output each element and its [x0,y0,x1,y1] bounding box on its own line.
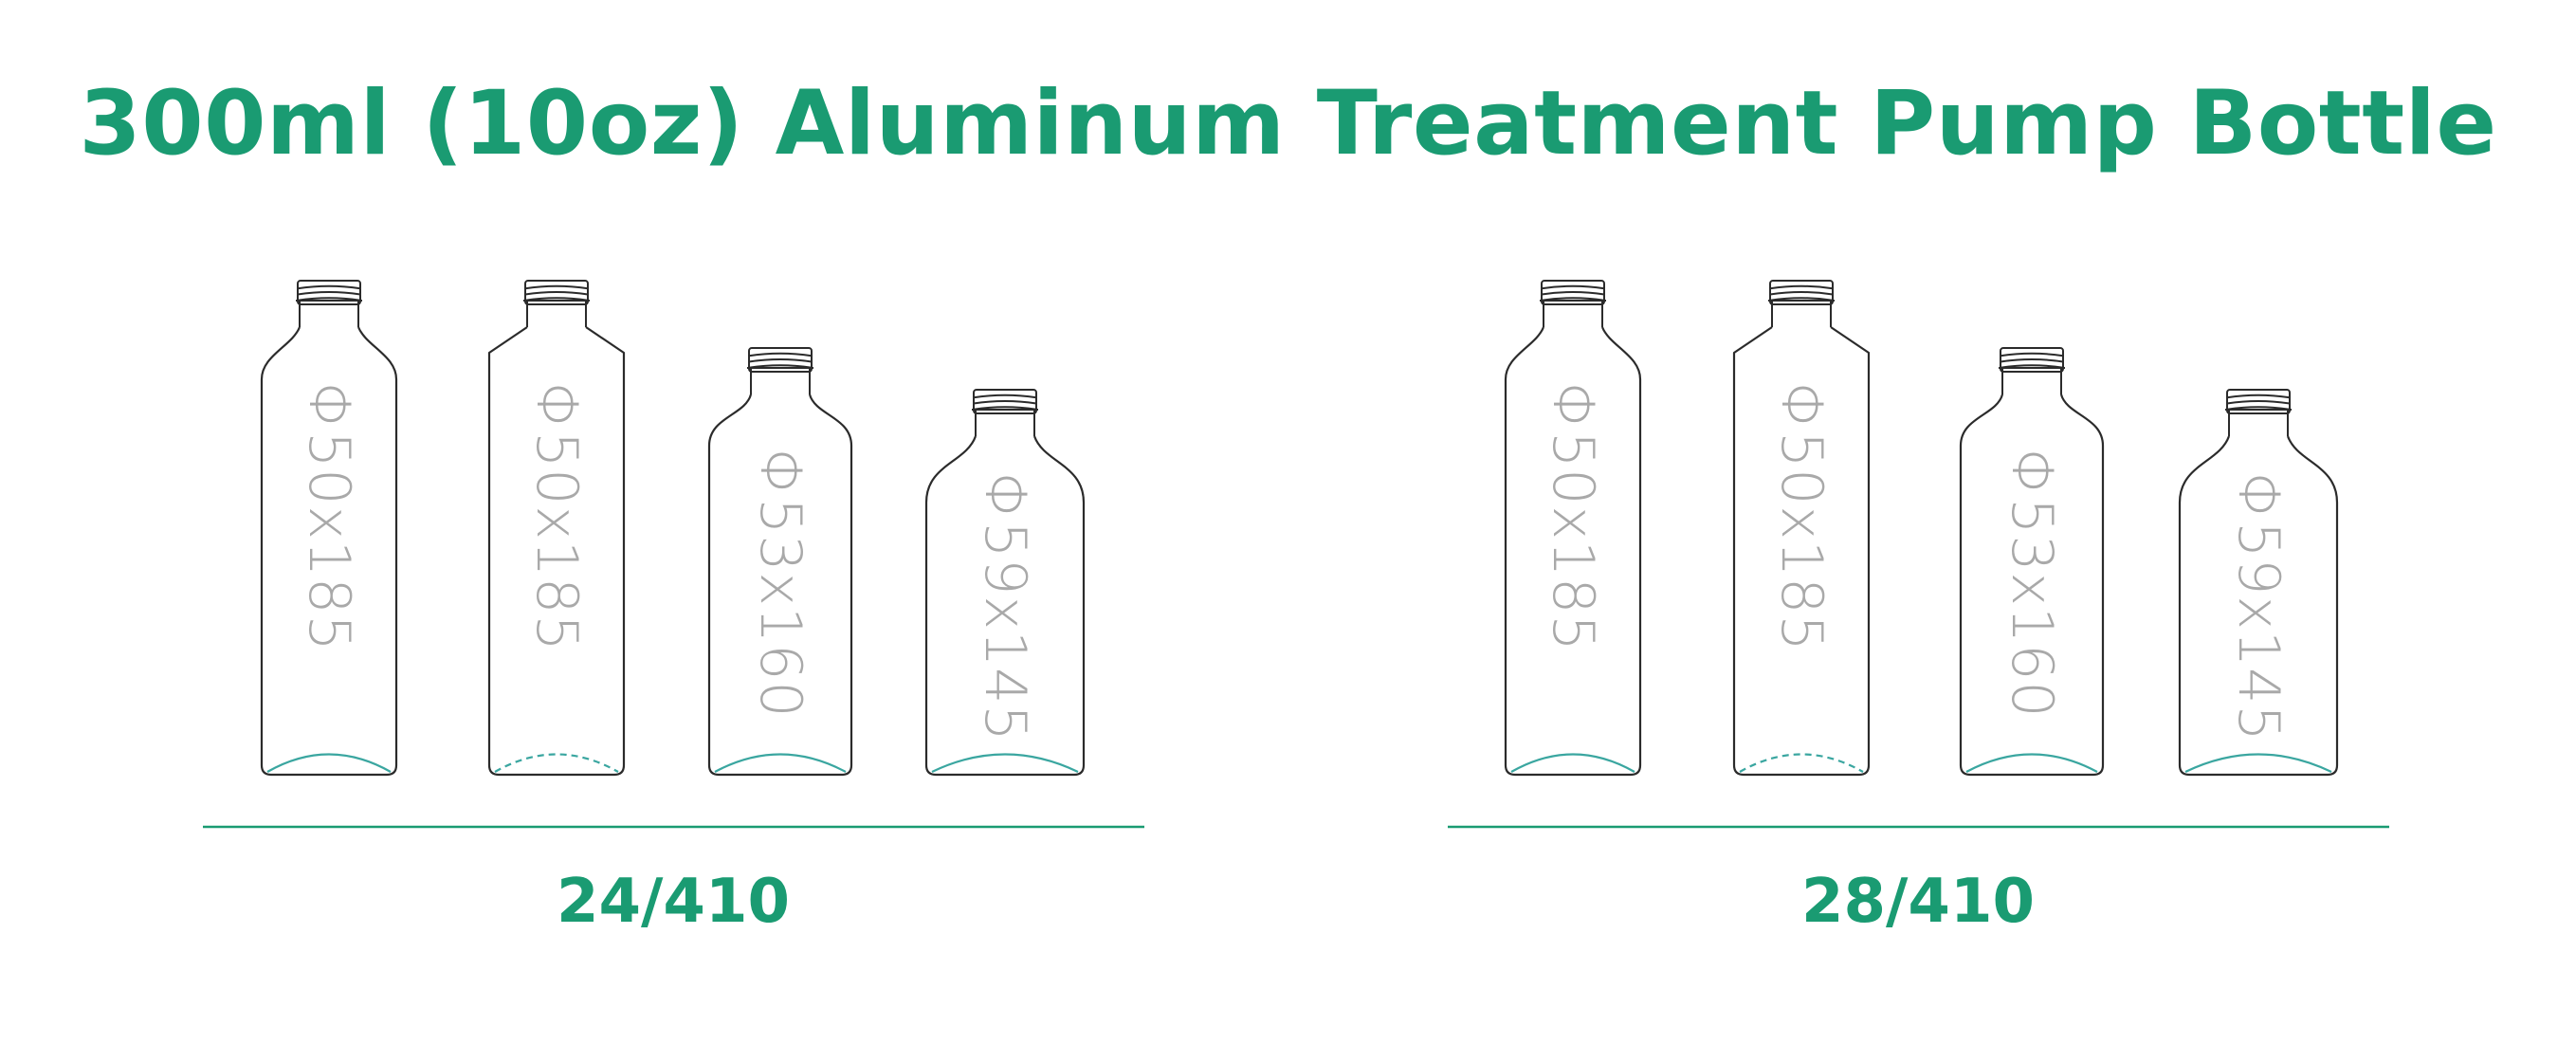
bottle-body [1959,394,2105,777]
thread-line [1769,297,1834,302]
thread-line [2000,352,2064,357]
thread-line [524,297,589,302]
bottle-size-label: Φ59x145 [2225,472,2292,742]
thread-line [748,352,813,357]
bottle: Φ50x185 [1732,280,1871,777]
thread-line [524,291,589,296]
bottles-layer: Φ50x185 Φ50x185 Φ53x160 Φ59x145 Φ50x185 Φ50x1… [260,280,2339,777]
thread-finish [973,389,1037,414]
bottle: Φ50x185 [487,280,626,777]
base-arc [494,753,619,773]
bottle-size-label: Φ50x185 [296,382,362,652]
thread-line [2226,400,2291,405]
thread-line [748,358,813,363]
thread-line [1769,291,1834,296]
bottle-size-label: Φ53x160 [747,449,813,719]
bottle: Φ53x160 [707,347,853,777]
group-label: 24/410 [557,867,790,937]
bottle: Φ53x160 [1959,347,2105,777]
thread-finish [297,280,361,305]
thread-line [2226,406,2291,411]
bottle-body [487,326,626,777]
thread-finish [2000,347,2064,373]
thread-finish [524,280,589,305]
thread-line [973,394,1037,399]
bottle: Φ50x185 [260,280,398,777]
thread-line [748,364,813,369]
thread-line [973,406,1037,411]
thread-line [2226,394,2291,399]
bottle-body [924,435,1086,777]
bottle-body [2178,435,2339,777]
group-24-410: 24/410 [203,825,1144,937]
base-arc [714,753,847,773]
thread-finish [1769,280,1834,305]
group-label: 28/410 [1801,867,2035,937]
base-arc [1739,753,1864,773]
bottle-body [260,326,398,777]
bottle-size-label: Φ59x145 [972,472,1038,742]
thread-line [1769,284,1834,290]
thread-line [524,284,589,290]
thread-finish [748,347,813,373]
base-arc [931,753,1079,773]
thread-line [2000,364,2064,369]
base-arc [2184,753,2332,773]
bottle-size-label: Φ50x185 [1768,382,1835,652]
thread-line [297,284,361,290]
bottle-size-label: Φ53x160 [1999,449,2065,719]
base-arc [1965,753,2098,773]
bottle-size-label: Φ50x185 [523,382,590,652]
bottle-size-label: Φ50x185 [1540,382,1606,652]
bottle-body [1504,326,1642,777]
thread-line [297,297,361,302]
bottle-body [707,394,853,777]
thread-line [1541,297,1605,302]
bottle: Φ50x185 [1504,280,1642,777]
bottle: Φ59x145 [2178,389,2339,777]
thread-line [297,291,361,296]
thread-line [1541,291,1605,296]
bottle-body [1732,326,1871,777]
group-28-410: 28/410 [1448,825,2389,937]
thread-finish [2226,389,2291,414]
base-arc [266,753,392,773]
thread-line [973,400,1037,405]
thread-line [1541,284,1605,290]
thread-finish [1541,280,1605,305]
bottle: Φ59x145 [924,389,1086,777]
page-title: 300ml (10oz) Aluminum Treatment Pump Bot… [79,72,2497,175]
base-arc [1510,753,1635,773]
thread-line [2000,358,2064,363]
